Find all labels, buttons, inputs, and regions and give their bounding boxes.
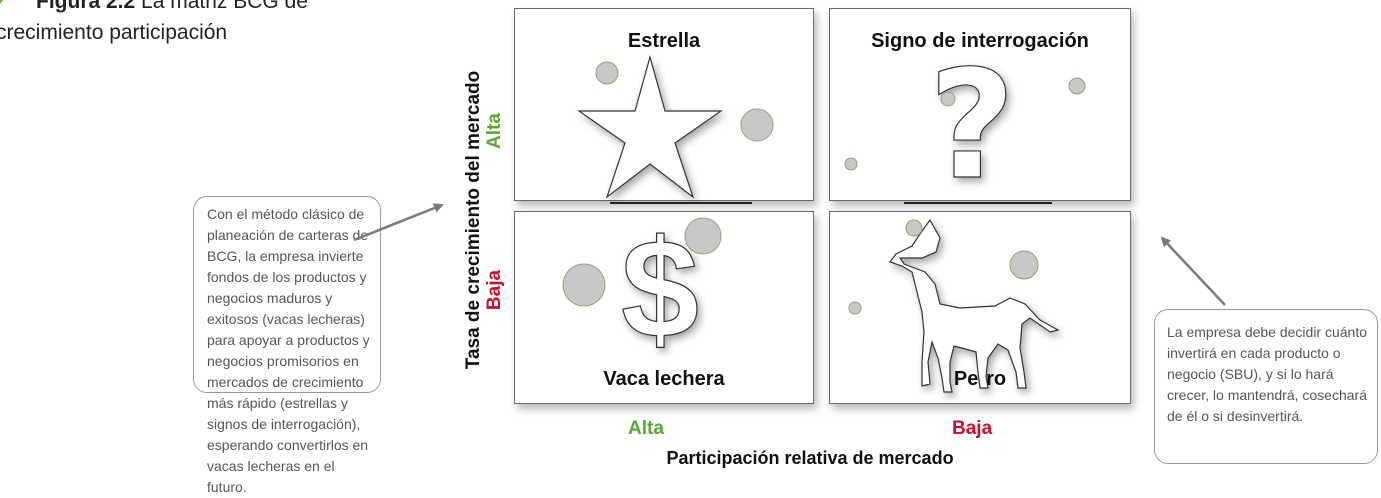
- callout-left-text: Con el método clásico de planeación de c…: [207, 206, 370, 495]
- callout-right-text: La empresa debe decidir cuánto invertirá…: [1167, 324, 1368, 424]
- x-level-low: Baja: [952, 418, 993, 439]
- dog-icon: [889, 218, 1060, 393]
- quadrant-cash-cow-art: $: [562, 212, 722, 368]
- quadrant-dog: Perro: [829, 211, 1131, 404]
- x-level-high: Alta: [628, 418, 664, 439]
- bubble: [940, 91, 956, 107]
- quadrant-cash-cow-label: Vaca lechera: [603, 368, 725, 390]
- callout-right-arrow: [1160, 236, 1226, 306]
- bubble: [905, 219, 923, 237]
- callout-left-arrow: [353, 203, 444, 242]
- figure-number: Figura 2.2: [36, 0, 136, 13]
- callout-right: La empresa debe decidir cuánto invertirá…: [1154, 309, 1378, 464]
- bubble: [684, 217, 722, 255]
- bubble: [1009, 250, 1039, 280]
- quadrant-star-label: Estrella: [627, 30, 701, 52]
- quadrant-dividers: [610, 202, 1052, 204]
- x-axis-title: Participación relativa de mercado: [666, 448, 954, 468]
- bubble: [1068, 77, 1086, 95]
- callout-left: Con el método clásico de planeación de c…: [193, 196, 381, 495]
- quadrant-question-art: ?: [844, 38, 1086, 202]
- figure-title-line2: crecimiento participación: [0, 21, 228, 44]
- bubble: [848, 301, 862, 315]
- quadrant-question: Signo de interrogación ?: [829, 8, 1131, 202]
- callout-arrows: [353, 203, 1226, 306]
- bubble: [595, 61, 619, 85]
- figure-arrow-icon: [0, 0, 4, 4]
- figure-title-line1: La matriz BCG de: [141, 0, 308, 13]
- quadrant-cash-cow: Vaca lechera $: [514, 211, 814, 404]
- quadrant-star: Estrella: [514, 8, 814, 201]
- figure-title: Figura 2.2 La matriz BCG de crecimiento …: [0, 0, 326, 48]
- bubble: [844, 157, 858, 171]
- quadrant-dog-art: [848, 218, 1060, 393]
- question-mark-icon: ?: [928, 39, 1015, 202]
- bubble: [740, 108, 774, 142]
- quadrant-question-label: Signo de interrogación: [871, 30, 1089, 52]
- star-icon: [577, 54, 723, 199]
- quadrant-star-art: [577, 54, 774, 199]
- bubble: [562, 263, 606, 307]
